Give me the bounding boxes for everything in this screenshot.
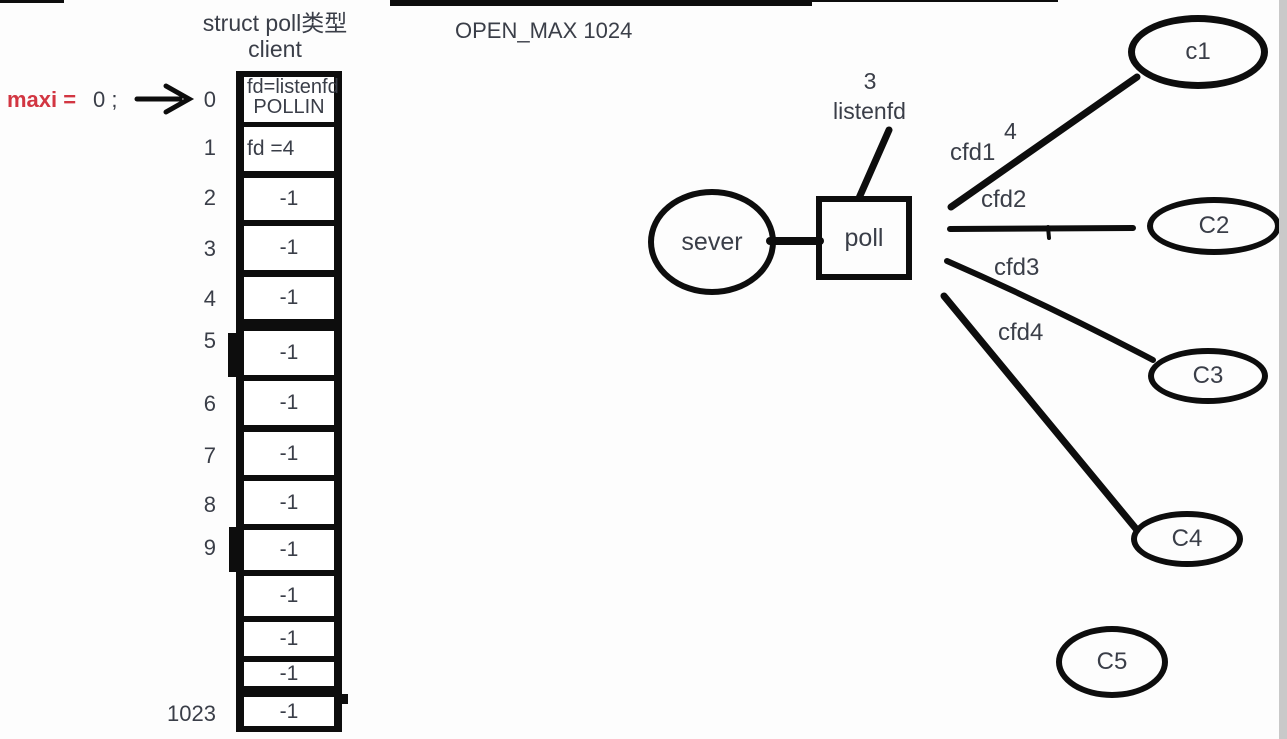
array-cell: -1 (244, 622, 334, 656)
maxi-value: 0 ; (93, 87, 118, 112)
poll-label: poll (844, 223, 884, 252)
client-node-c5: C5 (1056, 626, 1168, 698)
array-index-label: 9 (203, 535, 216, 560)
array-cell: -1 (244, 381, 334, 425)
client-node-c2: C2 (1147, 197, 1281, 255)
array-index-labels: 0 1 2 3 4 5 6 7 8 9 1023 (150, 0, 216, 739)
array-cell: -1 (244, 697, 334, 726)
client-c3-label: C3 (1192, 362, 1224, 389)
client-node-c3: C3 (1148, 348, 1268, 404)
array-cell: -1 (244, 178, 334, 220)
array-index-label: 2 (203, 185, 216, 210)
array-index-label: 1023 (167, 701, 216, 726)
array-left-nub-1 (228, 333, 238, 377)
array-index-label: 6 (203, 391, 216, 416)
cfd1-label: cfd1 (950, 139, 996, 166)
client-c1-label: c1 (1185, 38, 1211, 65)
array-left-nub-2 (229, 527, 238, 572)
cfd3-line (944, 258, 1156, 363)
array-cell: -1 (244, 226, 334, 270)
array-index-label: 0 (203, 87, 216, 112)
array-cell: -1 (244, 277, 334, 319)
array-cell: -1 (244, 432, 334, 475)
cfd2-line (947, 225, 1136, 232)
listenfd-label: listenfd (833, 98, 906, 124)
array-cell: -1 (244, 576, 334, 616)
right-side-band (1279, 0, 1287, 739)
array-cell: -1 (244, 481, 334, 524)
client-c5-label: C5 (1096, 648, 1128, 675)
cfd4-label: cfd4 (998, 319, 1044, 346)
array-index-label: 1 (203, 135, 216, 160)
array-cell: fd =4 (244, 127, 334, 171)
cfd3-label: cfd3 (994, 254, 1040, 281)
array-index-label: 3 (203, 236, 216, 261)
maxi-label: maxi = (7, 87, 77, 112)
array-title-line1: struct poll类型 (202, 10, 348, 36)
array-index-label: 4 (203, 286, 216, 311)
array-cell: -1 (244, 530, 334, 570)
array-index-label: 7 (203, 443, 216, 468)
array-cell-value: POLLIN (253, 96, 325, 119)
server-label: sever (681, 227, 743, 256)
client-node-c1: c1 (1128, 15, 1268, 89)
server-node: sever (648, 189, 776, 295)
open-max-label: OPEN_MAX 1024 (455, 18, 633, 43)
array-index-label: 5 (203, 328, 216, 353)
client-c2-label: C2 (1198, 212, 1230, 239)
poll-box: poll (816, 196, 912, 280)
top-edge-strip-thin (812, 0, 1058, 2)
cfd2-label: cfd2 (981, 186, 1027, 213)
top-edge-strip-left (0, 0, 64, 3)
client-c4-label: C4 (1171, 525, 1203, 552)
top-edge-strip-main (390, 0, 812, 6)
cfd2-tick (1046, 225, 1051, 240)
cfd1-number: 4 (1004, 118, 1017, 144)
array-cell: -1 (244, 331, 334, 375)
array-index-label: 8 (203, 492, 216, 517)
array-cell-value: fd=listenfd (247, 76, 339, 98)
listenfd-line (855, 126, 893, 202)
listenfd-number: 3 (863, 68, 877, 94)
array-cell: -1 (244, 662, 334, 686)
array-right-nub (340, 694, 348, 704)
client-node-c4: C4 (1131, 511, 1243, 567)
array-title-line2: client (248, 36, 302, 62)
